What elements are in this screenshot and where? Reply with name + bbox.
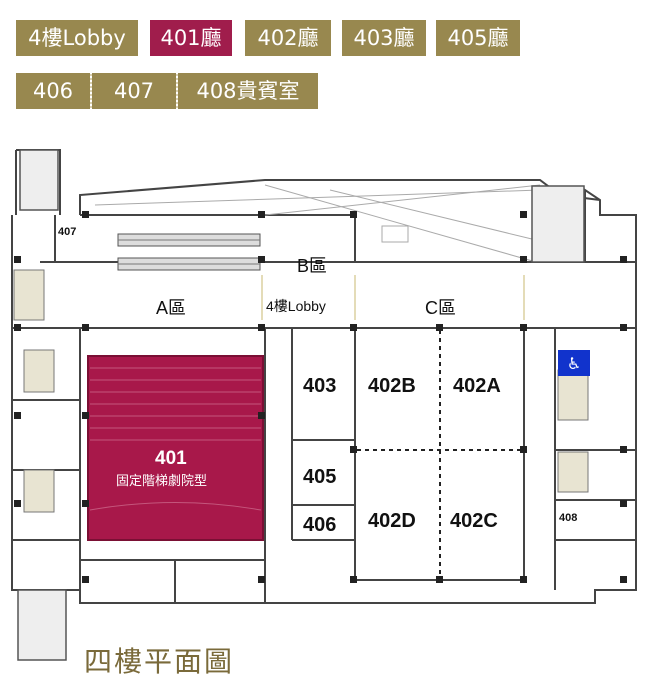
tab-401[interactable]: 401廳 bbox=[150, 20, 232, 56]
tab-separator bbox=[176, 74, 178, 108]
wheelchair-icon: ♿ bbox=[567, 354, 581, 373]
room-405-label[interactable]: 405 bbox=[303, 466, 337, 488]
partition-lines bbox=[357, 330, 522, 578]
tab-separator bbox=[90, 74, 92, 108]
tab-402[interactable]: 402廳 bbox=[245, 20, 331, 56]
tab-4f-lobby[interactable]: 4樓Lobby bbox=[16, 20, 138, 56]
building-walls bbox=[11, 149, 637, 604]
escalator bbox=[117, 233, 261, 271]
room-403-label[interactable]: 403 bbox=[303, 375, 337, 397]
room-402a-label[interactable]: 402A bbox=[453, 375, 501, 397]
room-401-label[interactable]: 401 bbox=[155, 448, 187, 469]
room-408-label[interactable]: 408 bbox=[559, 512, 578, 524]
tab-408-vip-room[interactable]: 408貴賓室 bbox=[178, 73, 318, 109]
stairs bbox=[17, 149, 585, 661]
room-402c-label[interactable]: 402C bbox=[450, 510, 498, 532]
pillars bbox=[14, 211, 627, 583]
tab-406[interactable]: 406 bbox=[16, 73, 90, 109]
restrooms bbox=[13, 269, 589, 513]
tab-407[interactable]: 407 bbox=[92, 73, 176, 109]
floor-plan-title: 四樓平面圖 bbox=[84, 645, 235, 678]
room-402b-label[interactable]: 402B bbox=[368, 375, 416, 397]
room-402d-label[interactable]: 402D bbox=[368, 510, 416, 532]
accessible-restroom-icon bbox=[558, 350, 590, 376]
lobby-label[interactable]: 4樓Lobby bbox=[266, 298, 326, 314]
area-b-label: B區 bbox=[297, 256, 328, 276]
area-c-label: C區 bbox=[425, 298, 456, 318]
tab-405[interactable]: 405廳 bbox=[436, 20, 520, 56]
roof-lines bbox=[94, 184, 541, 320]
area-a-label: A區 bbox=[156, 298, 187, 318]
room-401-description: 固定階梯劇院型 bbox=[116, 474, 208, 489]
room-407-label[interactable]: 407 bbox=[58, 226, 77, 238]
room-406-label[interactable]: 406 bbox=[303, 514, 337, 536]
room-401[interactable] bbox=[87, 355, 264, 541]
tab-403[interactable]: 403廳 bbox=[342, 20, 426, 56]
